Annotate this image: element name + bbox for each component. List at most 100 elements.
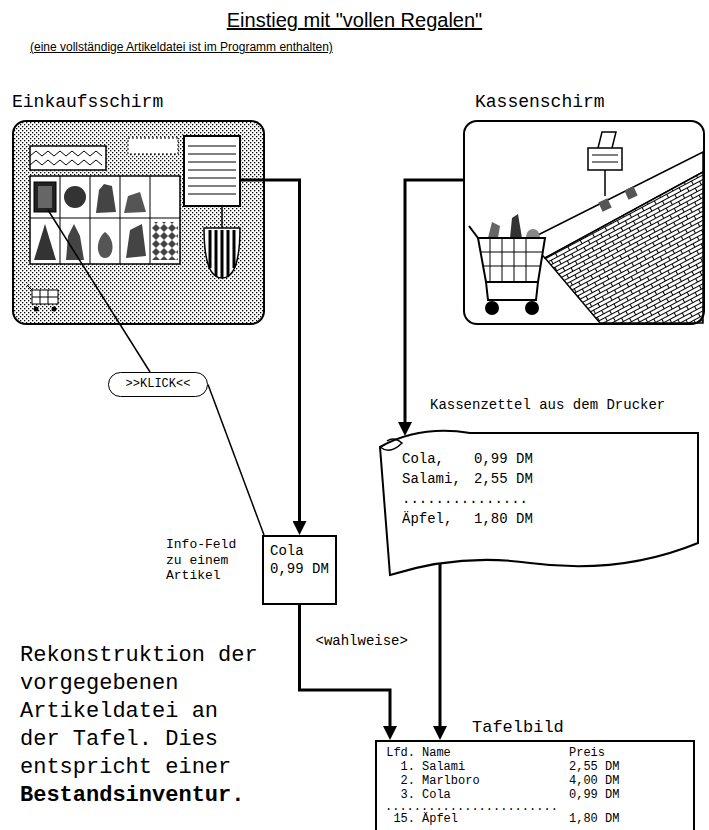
- screen-panel: Kassenschirm: [463, 120, 705, 325]
- table-cell: 1,80 DM: [569, 812, 619, 826]
- shopping-screen-picture-part: [188, 146, 236, 194]
- info-field: Info-Feld zu einem ArtikelCola0,99 DM: [262, 535, 337, 605]
- shopping-screen-picture-part: [48, 210, 120, 325]
- receipt-line: Cola,: [402, 449, 468, 469]
- board-caption: Tafelbild: [472, 718, 564, 738]
- checkout-screen-picture-part: [478, 238, 545, 282]
- receipt-line: 0,99 DM: [474, 449, 533, 469]
- checkout-screen-picture-part: [598, 198, 611, 211]
- paper-shape: [380, 431, 698, 575]
- receipt-line: Äpfel,: [402, 509, 468, 529]
- checkout-screen-picture-part: [526, 229, 540, 238]
- receipt-line: 1,80 DM: [474, 509, 533, 529]
- table-cell: Preis: [569, 746, 619, 760]
- shopping-screen-picture-part: [124, 192, 146, 213]
- checkout-screen-picture-part: [480, 238, 543, 282]
- shopping-screen-picture-part: [27, 285, 58, 304]
- checkout-screen-picture-part: [486, 282, 538, 300]
- shopping-screen-picture-part: [240, 179, 264, 182]
- click-callout: >>KLICK<<: [108, 372, 208, 397]
- shopping-screen-picture-part: [52, 307, 57, 312]
- checkout-screen-picture-part: [510, 214, 522, 238]
- note-text: Rekonstruktion der vorgegebenen Artikeld…: [20, 642, 264, 782]
- receipt-caption: Kassenzettel aus dem Drucker: [430, 397, 665, 414]
- table-cell: Äpfel: [422, 812, 562, 826]
- shopping-screen-picture-part: [30, 176, 180, 264]
- receipt-line: Salami,: [402, 469, 468, 489]
- leader-line: [120, 325, 150, 372]
- table-cell: 1.: [385, 760, 415, 774]
- flow-arrow: [405, 180, 463, 429]
- shopping-screen-picture-part: [96, 184, 116, 213]
- shopping-screen-picture-part: [34, 182, 56, 212]
- blackboard-table: TafelbildLfd.NamePreis1.Salami2,55 DM2.M…: [375, 740, 695, 830]
- item-value: 0,99 DM: [270, 561, 329, 579]
- checkout-screen-picture-part: [488, 222, 500, 238]
- note-keyword: Bestandsinventur.: [20, 782, 264, 810]
- shopping-screen-picture-part: [34, 307, 39, 312]
- panel-heading: Einkaufsschirm: [12, 92, 163, 114]
- receipt-line: 2,55 DM: [474, 469, 533, 489]
- paper-curl: [380, 439, 402, 450]
- screen-panel: Einkaufsschirm: [12, 120, 265, 325]
- shopping-screen-picture-part: [221, 206, 223, 228]
- shopping-screen-picture-part: [30, 146, 106, 170]
- page-title: Einstieg mit "vollen Regalen": [0, 8, 709, 32]
- shopping-screen-picture-part: [30, 176, 180, 264]
- table-cell: Cola: [422, 788, 562, 802]
- shopping-screen-picture: [13, 121, 264, 325]
- receipt-line: ...............: [402, 489, 533, 509]
- shopping-screen-picture-part: [152, 222, 178, 260]
- checkout-screen-picture-part: [592, 155, 618, 162]
- text-grid: Cola, 0,99 DM Salami, 2,55 DM..............…: [402, 449, 533, 529]
- item-value: Cola: [270, 543, 329, 561]
- note-block: Rekonstruktion der vorgegebenen Artikeld…: [20, 642, 264, 810]
- click-text: >>KLICK<<: [126, 377, 191, 392]
- table-cell: 4,00 DM: [569, 774, 619, 788]
- checkout-screen-picture: [464, 121, 704, 324]
- table-cell: Name: [422, 746, 562, 760]
- receipt-slip: Kassenzettel aus dem DruckerCola,0,99 DM…: [380, 425, 700, 575]
- table-cell: 2,55 DM: [569, 760, 619, 774]
- shopping-screen-picture-part: [13, 121, 264, 324]
- shopping-screen-picture-part: [34, 224, 56, 260]
- leader-line: [208, 385, 264, 536]
- shopping-screen-picture-part: [184, 136, 240, 206]
- shopping-screen-picture-part: [210, 230, 234, 278]
- table-cell: 2.: [385, 774, 415, 788]
- text-stack: Cola0,99 DM: [270, 543, 329, 578]
- checkout-screen-picture-part: [485, 301, 499, 315]
- shopping-screen-picture-part: [30, 160, 102, 165]
- table-cell: Salami: [422, 760, 562, 774]
- checkout-screen-picture-part: [469, 226, 478, 238]
- subtitle-note: (eine vollständige Artikeldatei ist im P…: [30, 40, 333, 54]
- table-cell: Lfd.: [385, 746, 415, 760]
- checkout-screen-picture-part: [525, 301, 539, 315]
- shopping-screen-picture-part: [38, 186, 52, 208]
- shopping-screen-picture-part: [98, 232, 113, 258]
- table-cell: Marlboro: [422, 774, 562, 788]
- table-cell: 3.: [385, 788, 415, 802]
- panel-heading: Kassenschirm: [475, 92, 605, 114]
- shopping-screen-picture-part: [204, 228, 240, 278]
- flow-arrow: [439, 563, 442, 733]
- checkout-screen-picture-part: [624, 186, 637, 199]
- table-cell: ........................: [385, 802, 619, 812]
- shopping-screen-picture-part: [30, 151, 102, 156]
- shopping-screen-picture-part: [126, 224, 146, 258]
- checkout-screen-picture-part: [545, 172, 703, 323]
- flow-arrow: [300, 605, 391, 733]
- edge-label: <wahlweise>: [314, 632, 410, 650]
- checkout-screen-picture-part: [604, 170, 606, 196]
- shopping-screen-picture-part: [128, 138, 178, 154]
- checkout-screen-picture-part: [464, 121, 704, 324]
- field-caption: Info-Feld zu einem Artikel: [166, 537, 252, 584]
- text-grid: Lfd. Name Preis 1. Salami 2,55 DM 2. Marlboro 4,…: [385, 746, 619, 826]
- checkout-screen-picture-part: [588, 148, 622, 170]
- table-cell: 0,99 DM: [569, 788, 619, 802]
- table-cell: 15.: [385, 812, 415, 826]
- text-stack: >>KLICK<<: [126, 377, 191, 392]
- checkout-screen-picture-part: [598, 132, 616, 148]
- shopping-screen-picture-part: [64, 186, 86, 208]
